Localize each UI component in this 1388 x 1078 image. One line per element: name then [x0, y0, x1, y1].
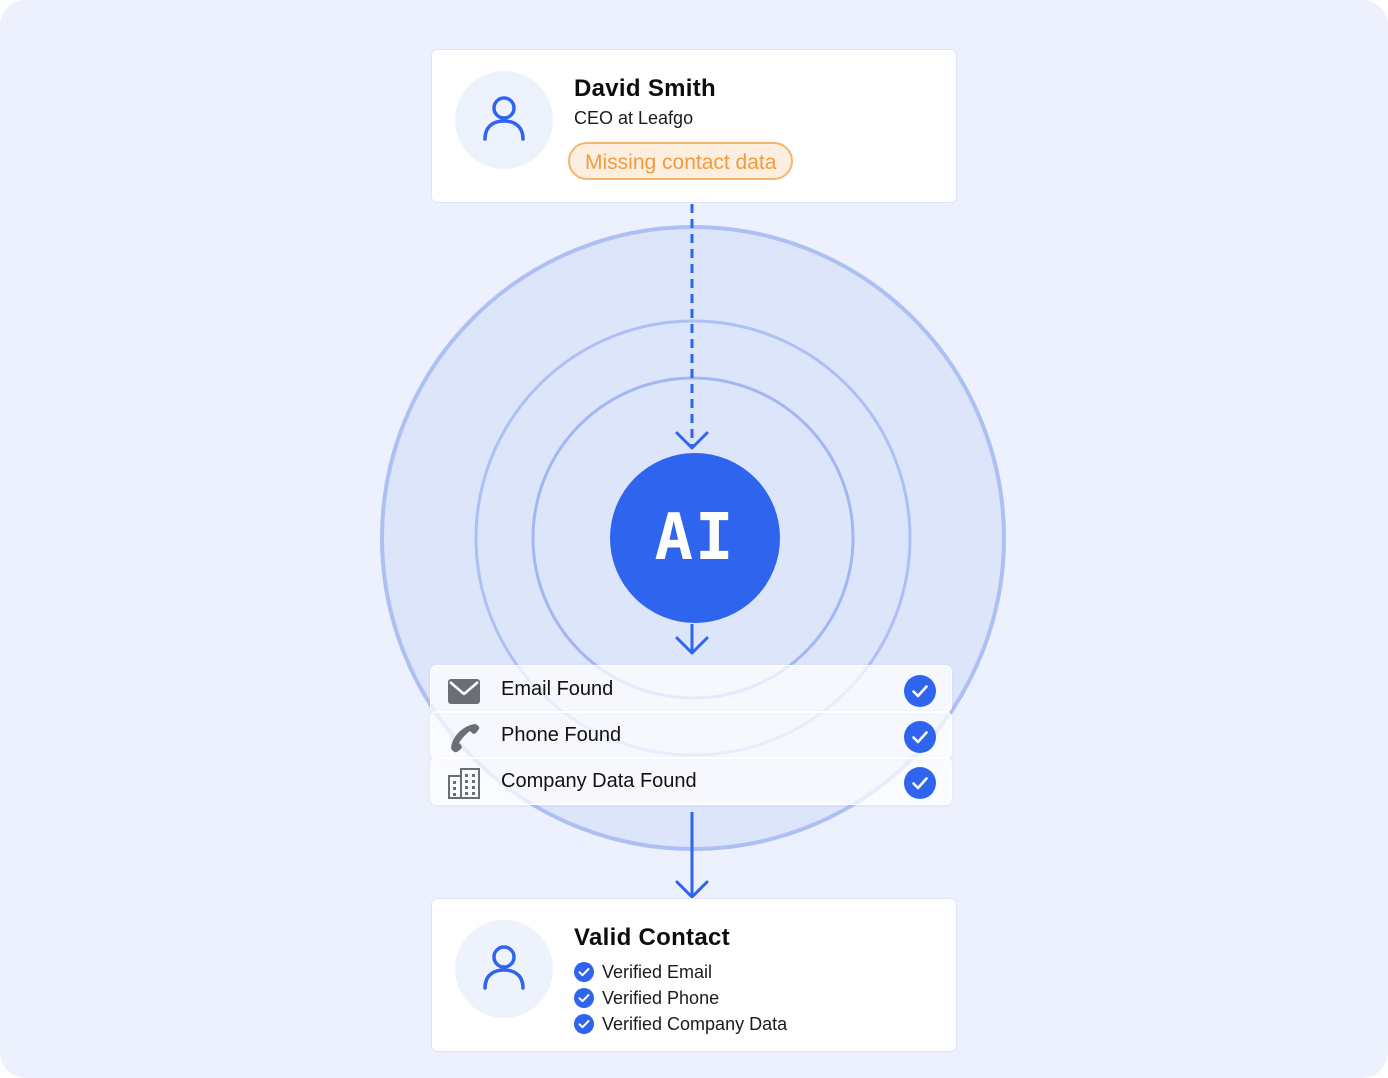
source-contact-card: David Smith CEO at Leafgo Missing contac… [431, 49, 957, 203]
valid-contact-title: Valid Contact [574, 924, 730, 951]
result-row-phone: Phone Found [430, 711, 952, 759]
list-item: Verified Phone [574, 985, 787, 1011]
arrow-down-icon [675, 880, 709, 899]
check-circle-icon [574, 1014, 594, 1034]
verified-label: Verified Email [602, 961, 713, 982]
verified-list: Verified Email Verified Phone Verified C… [574, 959, 787, 1037]
phone-icon [451, 724, 480, 753]
list-item: Verified Email [574, 959, 787, 985]
list-item: Verified Company Data [574, 1011, 787, 1037]
missing-data-badge: Missing contact data [568, 142, 794, 180]
check-circle-icon [574, 988, 594, 1008]
check-circle-icon [574, 962, 594, 982]
envelope-icon [448, 679, 480, 704]
check-circle-icon [904, 767, 936, 799]
result-label: Company Data Found [501, 770, 697, 792]
arrow-down-icon [675, 431, 709, 450]
result-label: Email Found [501, 678, 614, 700]
building-icon [448, 768, 480, 799]
contact-role: CEO at Leafgo [574, 108, 694, 128]
valid-contact-card: Valid Contact Verified Email Verified Ph… [431, 898, 957, 1052]
ai-node: AI [610, 453, 780, 623]
user-icon [483, 945, 525, 990]
user-icon [483, 96, 525, 141]
arrow-down-icon [675, 636, 709, 655]
avatar [455, 920, 553, 1018]
result-row-email: Email Found [430, 665, 952, 713]
avatar [455, 71, 553, 169]
check-circle-icon [904, 675, 936, 707]
verified-label: Verified Company Data [602, 1013, 788, 1034]
result-row-company: Company Data Found [430, 757, 952, 805]
result-label: Phone Found [501, 724, 622, 746]
check-circle-icon [904, 721, 936, 753]
verified-label: Verified Phone [602, 987, 720, 1008]
contact-name: David Smith [574, 75, 716, 102]
